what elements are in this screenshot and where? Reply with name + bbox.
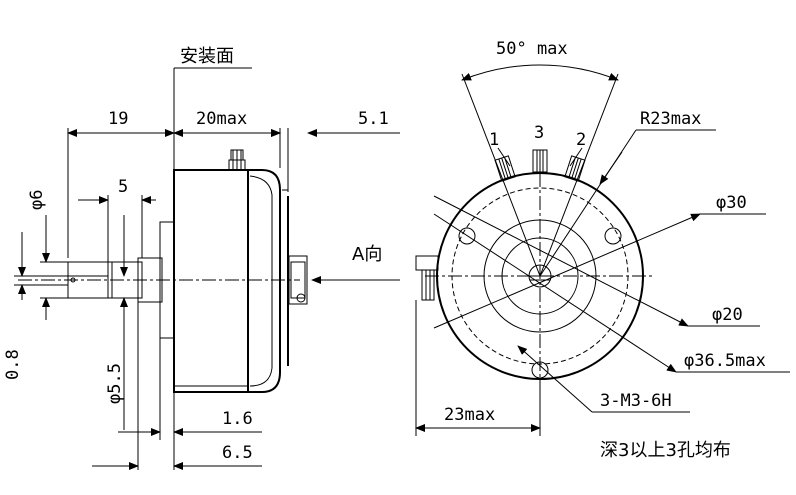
dim-flat-width: 0.8 [3,349,23,380]
mount-hole [458,227,476,245]
terminal-label-3: 3 [534,123,544,143]
terminal-label-2: 2 [576,130,586,150]
dim-body-length: 20max [196,109,247,129]
potentiometer-body [173,169,249,393]
dim-width: 23max [444,405,495,425]
view-direction-label: A向 [352,244,382,265]
mount-face-label: 安装面 [180,46,234,67]
dim-diameter-30: φ30 [716,193,747,213]
dim-radius: R23max [640,109,701,129]
dim-rear-extension: 5.1 [358,109,389,129]
dim-body-diameter: φ36.5max [684,351,766,371]
terminal-label-1: 1 [489,130,499,150]
front-view: 50° max 1 3 2 R23max φ30 φ20 φ36.5max 23… [415,39,790,461]
mount-hole [604,227,622,245]
hole-note: 深3以上3孔均布 [600,440,731,461]
dim-flat-length: 5 [118,177,128,197]
dim-shaft-diameter: φ6 [27,190,47,210]
dim-flange-thickness: 1.6 [222,409,253,429]
side-clip [415,255,439,301]
dim-shaft-length: 19 [108,109,128,129]
dim-flat-diameter: φ5.5 [105,363,125,404]
dim-terminal-angle: 50° max [496,39,568,59]
side-view: 安装面 19 20max 5.1 5 φ6 0.8 [3,46,400,470]
dim-bush-offset: 6.5 [222,443,253,463]
rear-terminal [288,255,308,305]
dim-diameter-20: φ20 [712,305,743,325]
rear-cover [248,169,281,393]
hole-spec: 3-M3-6H [600,391,672,411]
top-terminal [228,149,246,171]
